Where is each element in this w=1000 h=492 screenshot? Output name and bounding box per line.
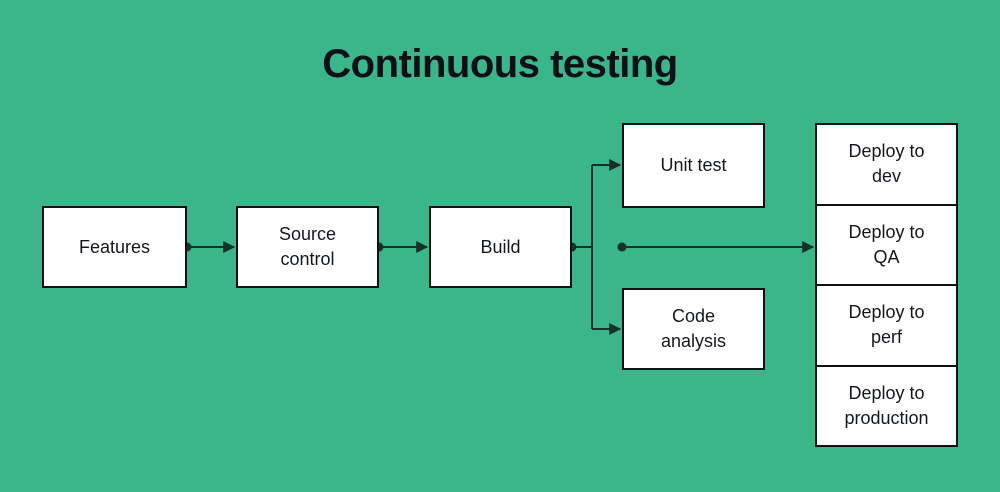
node-deploy-perf-label: Deploy to perf [848, 302, 925, 348]
deploy-stack: Deploy to dev Deploy to QA Deploy to per… [815, 123, 958, 447]
edge-source-control-to-build [374, 241, 429, 253]
node-deploy-production[interactable]: Deploy to production [817, 367, 956, 446]
edge-build-to-deploy-stack [617, 241, 815, 253]
page-title: Continuous testing [322, 42, 678, 86]
node-deploy-qa-label: Deploy to QA [848, 221, 925, 267]
node-deploy-dev-label: Deploy to dev [848, 141, 925, 187]
node-deploy-qa[interactable]: Deploy to QA [817, 206, 956, 286]
node-build-label: Build [480, 236, 521, 257]
node-features-label: Features [78, 236, 151, 257]
node-source-control[interactable]: Source control [236, 206, 379, 288]
node-deploy-production-label: Deploy to production [844, 382, 929, 428]
edge-build-fanout [567, 159, 622, 335]
node-source-control-label: Source control [278, 224, 337, 269]
node-code-analysis[interactable]: Code analysis [622, 288, 765, 370]
node-unit-test[interactable]: Unit test [622, 123, 765, 208]
edge-features-to-source-control [182, 241, 236, 253]
node-deploy-dev[interactable]: Deploy to dev [817, 125, 956, 206]
node-deploy-perf[interactable]: Deploy to perf [817, 286, 956, 367]
node-code-analysis-label: Code analysis [660, 306, 727, 351]
node-build[interactable]: Build [429, 206, 572, 288]
node-unit-test-label: Unit test [660, 155, 727, 175]
node-features[interactable]: Features [42, 206, 187, 288]
